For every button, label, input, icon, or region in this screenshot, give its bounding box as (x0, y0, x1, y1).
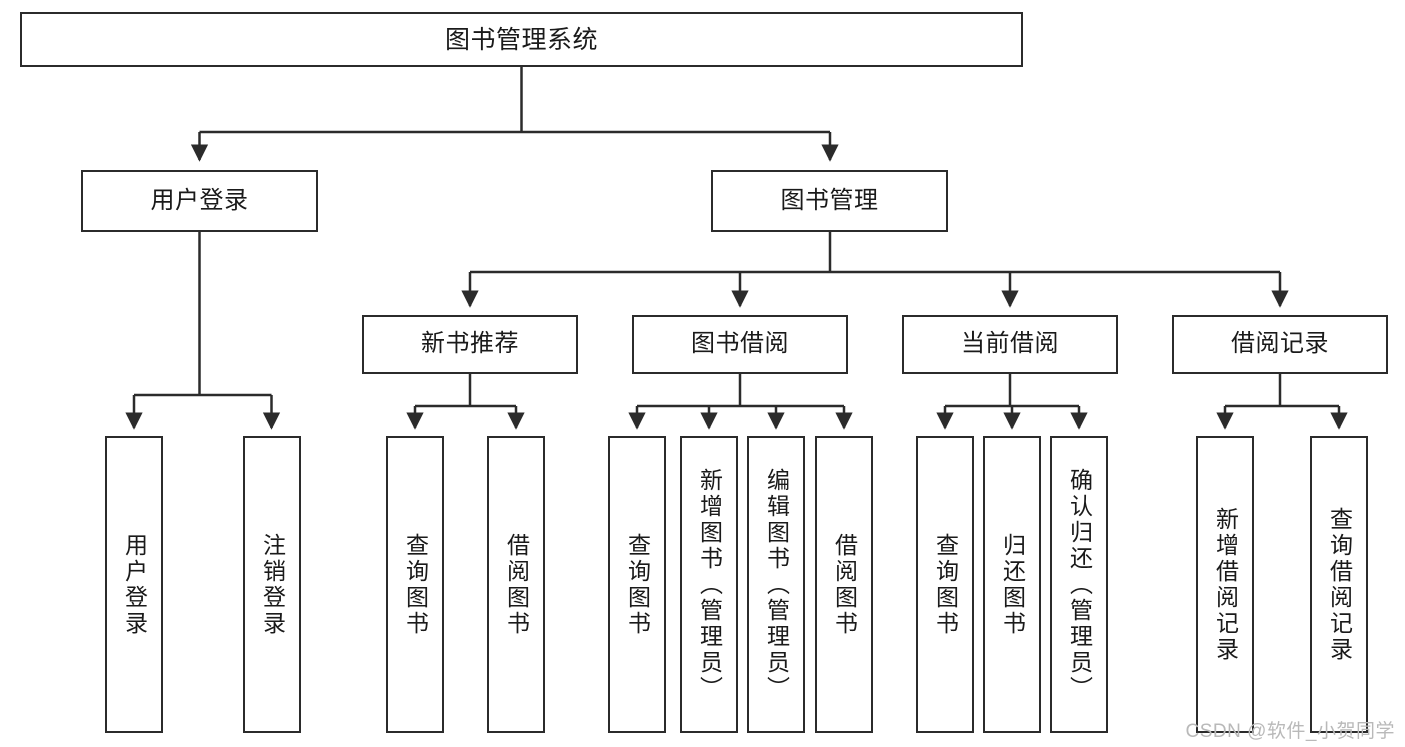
node-leaf-add-book-admin-label: 新增图书（管理员） (696, 467, 723, 702)
node-leaf-query-book-2-label: 查询图书 (624, 532, 651, 637)
node-leaf-edit-book-admin[interactable]: 编辑图书（管理员） (747, 436, 805, 733)
node-leaf-user-login-label: 用户登录 (121, 532, 148, 637)
node-root[interactable]: 图书管理系统 (20, 12, 1023, 67)
node-leaf-add-book-admin[interactable]: 新增图书（管理员） (680, 436, 738, 733)
node-book-borrow-label: 图书借阅 (691, 330, 789, 358)
node-leaf-borrow-book-2[interactable]: 借阅图书 (815, 436, 873, 733)
node-leaf-borrow-book-1-label: 借阅图书 (503, 532, 530, 637)
node-leaf-query-book-3-label: 查询图书 (932, 532, 959, 637)
node-leaf-add-borrow-record[interactable]: 新增借阅记录 (1196, 436, 1254, 733)
csdn-watermark: CSDN @软件_小贺同学 (1185, 721, 1395, 742)
node-leaf-logout-login-label: 注销登录 (259, 532, 286, 637)
node-leaf-borrow-book-1[interactable]: 借阅图书 (487, 436, 545, 733)
node-borrow-record[interactable]: 借阅记录 (1172, 315, 1388, 374)
node-user-login-label: 用户登录 (150, 186, 249, 214)
node-user-login[interactable]: 用户登录 (81, 170, 318, 232)
node-leaf-return-book[interactable]: 归还图书 (983, 436, 1041, 733)
node-leaf-user-login[interactable]: 用户登录 (105, 436, 163, 733)
node-leaf-query-book-1[interactable]: 查询图书 (386, 436, 444, 733)
node-borrow-record-label: 借阅记录 (1231, 330, 1329, 358)
node-new-book-rec-label: 新书推荐 (421, 330, 519, 358)
node-leaf-confirm-return-admin[interactable]: 确认归还（管理员） (1050, 436, 1108, 733)
node-current-borrow-label: 当前借阅 (961, 330, 1059, 358)
node-book-borrow[interactable]: 图书借阅 (632, 315, 848, 374)
node-leaf-query-book-2[interactable]: 查询图书 (608, 436, 666, 733)
node-leaf-borrow-book-2-label: 借阅图书 (831, 532, 858, 637)
node-leaf-edit-book-admin-label: 编辑图书（管理员） (763, 467, 790, 702)
node-current-borrow[interactable]: 当前借阅 (902, 315, 1118, 374)
node-book-manage-label: 图书管理 (780, 186, 879, 214)
node-book-manage[interactable]: 图书管理 (711, 170, 948, 232)
node-leaf-query-book-1-label: 查询图书 (402, 532, 429, 637)
node-leaf-query-borrow-record[interactable]: 查询借阅记录 (1310, 436, 1368, 733)
node-new-book-rec[interactable]: 新书推荐 (362, 315, 578, 374)
node-leaf-return-book-label: 归还图书 (999, 532, 1026, 637)
node-leaf-query-book-3[interactable]: 查询图书 (916, 436, 974, 733)
node-leaf-query-borrow-record-label: 查询借阅记录 (1326, 506, 1353, 663)
node-leaf-logout-login[interactable]: 注销登录 (243, 436, 301, 733)
node-leaf-add-borrow-record-label: 新增借阅记录 (1212, 506, 1239, 663)
node-leaf-confirm-return-admin-label: 确认归还（管理员） (1066, 467, 1093, 702)
node-root-label: 图书管理系统 (444, 25, 598, 54)
